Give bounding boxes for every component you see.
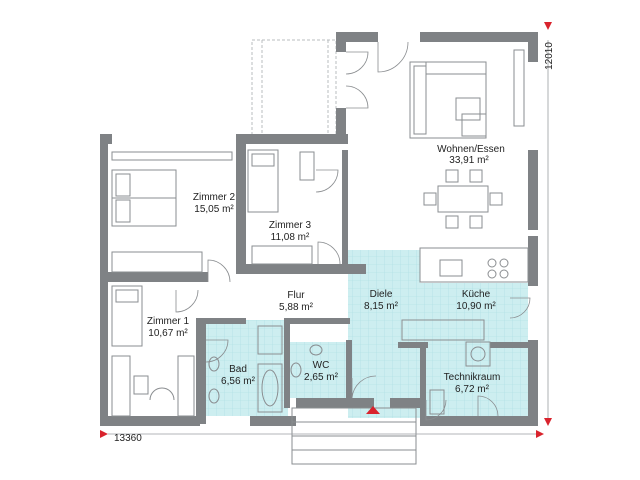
room-area-kueche: 10,90 m²	[456, 301, 496, 312]
room-area-wohnen: 33,91 m²	[449, 155, 489, 166]
dimension-lines: 12010 13360	[100, 22, 555, 444]
room-area-technik: 6,72 m²	[455, 384, 490, 395]
arrow-bottom-right	[544, 418, 552, 426]
room-name-flur: Flur	[287, 290, 305, 301]
room-name-diele: Diele	[370, 289, 393, 300]
room-name-technik: Technikraum	[444, 372, 501, 383]
room-area-diele: 8,15 m²	[364, 301, 399, 312]
room-area-zimmer2: 15,05 m²	[194, 204, 234, 215]
single-bed-1	[111, 285, 143, 347]
room-area-wc: 2,65 m²	[304, 372, 339, 383]
room-name-zimmer1: Zimmer 1	[147, 316, 190, 327]
furniture	[111, 49, 529, 465]
single-bed-3	[247, 149, 279, 213]
room-name-bad: Bad	[229, 364, 247, 375]
room-area-bad: 6,56 m²	[221, 376, 256, 387]
room-name-wc: WC	[313, 360, 330, 371]
arrow-top-right	[544, 22, 552, 30]
room-area-zimmer1: 10,67 m²	[148, 328, 188, 339]
entrance-arrow	[366, 406, 380, 414]
room-name-zimmer2: Zimmer 2	[193, 192, 236, 203]
arrow-bottom-right-h	[536, 430, 544, 438]
floor-wc	[288, 342, 350, 398]
room-name-zimmer3: Zimmer 3	[269, 220, 312, 231]
room-area-flur: 5,88 m²	[279, 302, 314, 313]
room-area-zimmer3: 11,08 m²	[271, 232, 310, 243]
terrace	[251, 39, 337, 137]
double-bed	[111, 169, 177, 227]
height-dimension: 12010	[544, 42, 555, 70]
width-dimension: 13360	[114, 433, 142, 444]
dining-table	[423, 169, 503, 229]
room-name-kueche: Küche	[462, 289, 491, 300]
floor-diele-kueche	[348, 250, 528, 418]
sofa	[409, 61, 487, 139]
room-name-wohnen: Wohnen/Essen	[437, 144, 505, 155]
room-labels: Wohnen/Essen 33,91 m² Zimmer 2 15,05 m² …	[147, 144, 505, 395]
arrow-bottom-left	[100, 430, 108, 438]
walls	[100, 32, 538, 426]
doors	[175, 41, 531, 421]
